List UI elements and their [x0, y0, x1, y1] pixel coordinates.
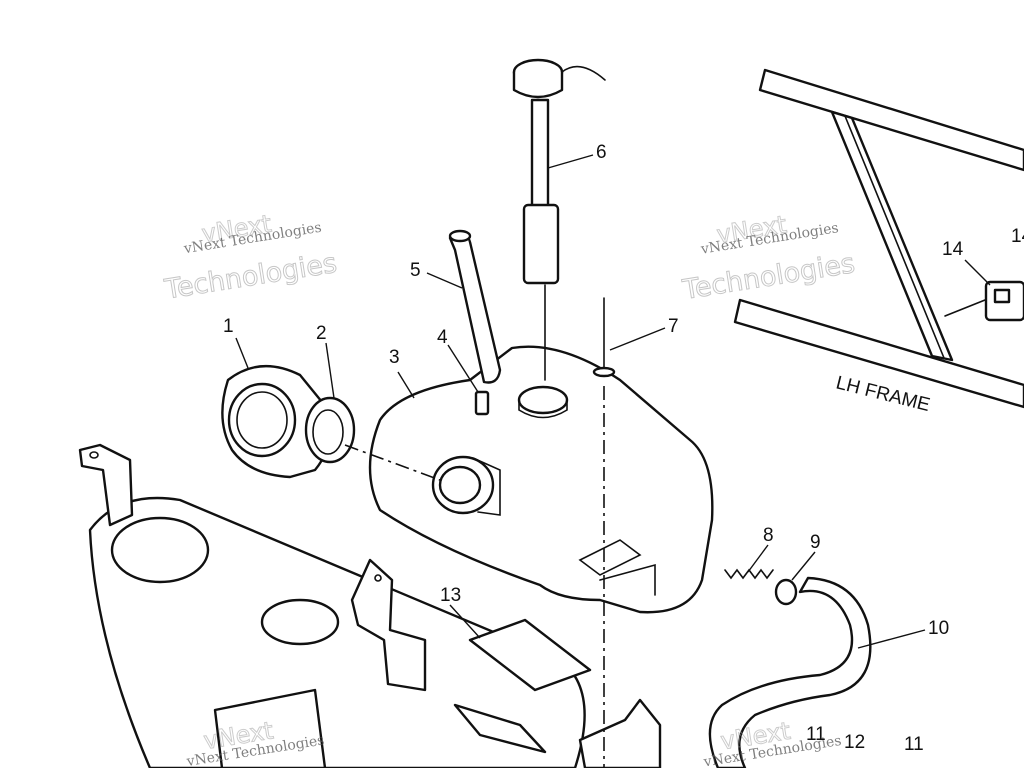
lh-frame-label: LH FRAME — [834, 372, 932, 416]
vent-fitting — [474, 390, 490, 416]
cap-gasket — [304, 396, 356, 464]
callout-11a: 11 — [806, 724, 826, 745]
vent-hose — [448, 229, 502, 384]
callout-11b: 11 — [904, 734, 924, 755]
drain-screw — [592, 297, 616, 378]
fuel-cap — [221, 364, 331, 479]
callout-14a: 14 — [942, 239, 964, 260]
frame-clamp — [944, 280, 1024, 322]
callout-7: 7 — [668, 316, 679, 337]
leader-lines — [235, 154, 991, 649]
callout-13: 13 — [440, 585, 461, 606]
watermark-left: vNext vNext Technologies Technologies — [161, 209, 339, 306]
lh-frame — [733, 68, 1024, 409]
lower-frame-plate — [78, 443, 662, 768]
callout-4: 4 — [437, 327, 448, 348]
callout-9: 9 — [810, 532, 821, 553]
callout-3: 3 — [389, 347, 400, 368]
callout-5: 5 — [410, 260, 421, 281]
callout-14b: 14 — [1011, 226, 1024, 247]
callout-2: 2 — [316, 323, 327, 344]
cap-centerline — [344, 444, 441, 481]
watermark-right: vNext vNext Technologies Technologies — [679, 210, 857, 307]
callout-8: 8 — [763, 525, 774, 546]
fuel-hose — [708, 576, 872, 768]
fuel-tank — [368, 345, 714, 614]
callout-1: 1 — [223, 316, 234, 337]
callout-10: 10 — [928, 618, 949, 639]
callout-numbers: 1 2 3 4 5 6 7 8 9 10 11 11 12 13 14 14 — [223, 142, 1024, 755]
callout-6: 6 — [596, 142, 607, 163]
hose-clamp — [774, 578, 798, 606]
tank-pad — [468, 618, 592, 692]
fuel-gauge-sender — [512, 58, 606, 381]
filler-neck — [431, 455, 501, 516]
callout-12: 12 — [844, 732, 865, 753]
